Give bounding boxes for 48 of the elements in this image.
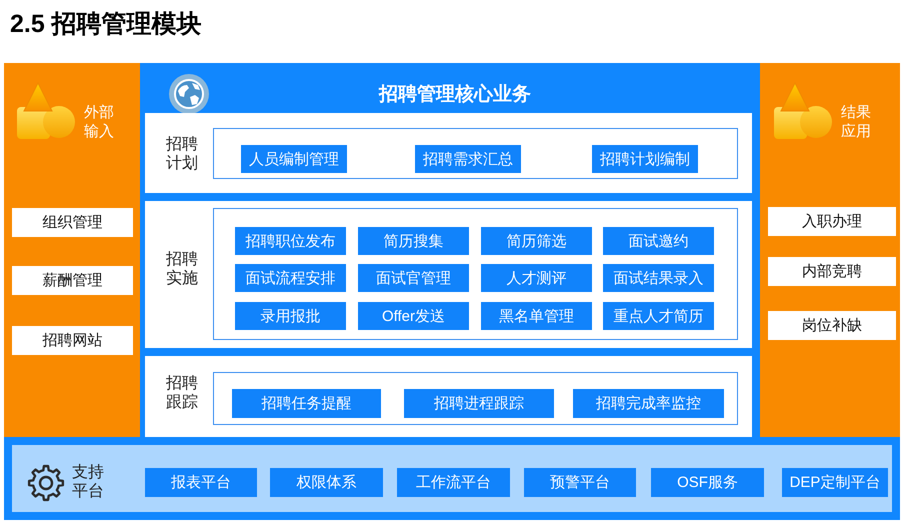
module-box: 黑名单管理 xyxy=(481,302,592,330)
panel-heading: 外部输入 xyxy=(84,103,115,141)
module-box: 面试官管理 xyxy=(358,264,469,292)
platform-band xyxy=(4,437,900,520)
module-box: 简历搜集 xyxy=(358,227,469,255)
module-box: 面试结果录入 xyxy=(603,264,714,292)
module-box: 人员编制管理 xyxy=(241,145,347,173)
section-label: 招聘计划 xyxy=(166,135,199,173)
entry-box: 内部竞聘 xyxy=(768,257,896,286)
group-frame xyxy=(213,372,738,425)
entry-box: 薪酬管理 xyxy=(12,266,133,295)
panel-title: 招聘管理核心业务 xyxy=(379,85,531,104)
module-box: 重点人才简历 xyxy=(603,302,714,330)
module-box: 报表平台 xyxy=(145,468,257,497)
module-box: 招聘进程跟踪 xyxy=(404,389,554,418)
module-box: 面试邀约 xyxy=(603,227,714,255)
section-panel xyxy=(145,113,752,193)
module-box: 招聘计划编制 xyxy=(592,145,698,173)
module-box: 权限体系 xyxy=(270,468,383,497)
module-box: Offer发送 xyxy=(358,302,469,330)
core-panel xyxy=(140,63,760,437)
module-box: 招聘任务提醒 xyxy=(232,389,381,418)
section-label: 招聘跟踪 xyxy=(166,374,199,412)
section-panel xyxy=(145,356,752,437)
entry-box: 岗位补缺 xyxy=(768,311,896,340)
side-panel xyxy=(4,63,140,437)
section-panel xyxy=(145,201,752,348)
module-box: 人才测评 xyxy=(481,264,592,292)
module-box: 招聘职位发布 xyxy=(235,227,346,255)
module-box: OSF服务 xyxy=(651,468,764,497)
module-box: DEP定制平台 xyxy=(782,468,888,497)
entry-box: 招聘网站 xyxy=(12,326,133,355)
group-frame xyxy=(213,208,738,340)
section-label: 招聘实施 xyxy=(166,250,199,288)
module-box: 录用报批 xyxy=(235,302,346,330)
module-box: 简历筛选 xyxy=(481,227,592,255)
panel-heading: 结果应用 xyxy=(841,103,872,141)
module-box: 招聘需求汇总 xyxy=(415,145,521,173)
group-frame xyxy=(213,128,738,179)
module-box: 工作流平台 xyxy=(397,468,510,497)
page-title: 2.5 招聘管理模块 xyxy=(10,9,202,40)
side-panel xyxy=(760,63,900,437)
entry-box: 入职办理 xyxy=(768,207,896,236)
module-box: 预警平台 xyxy=(524,468,636,497)
module-box: 面试流程安排 xyxy=(235,264,346,292)
entry-box: 组织管理 xyxy=(12,208,133,237)
module-box: 招聘完成率监控 xyxy=(573,389,724,418)
panel-heading: 支持平台 xyxy=(72,463,105,501)
